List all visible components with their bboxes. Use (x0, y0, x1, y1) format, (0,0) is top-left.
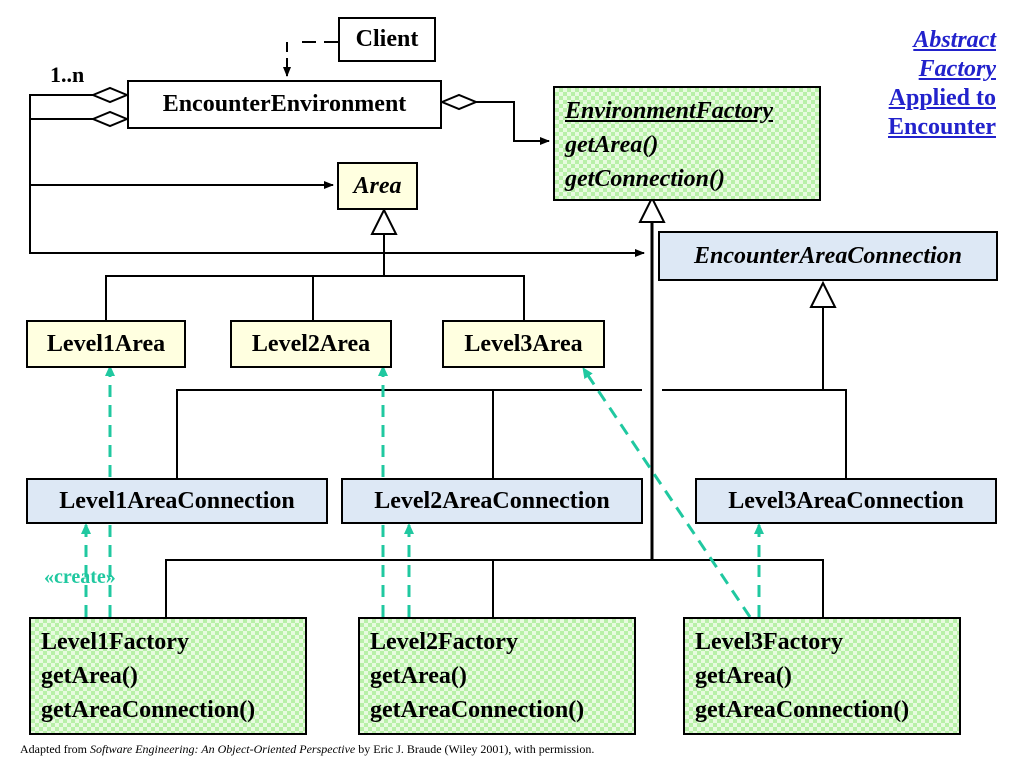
class-level2-area: Level2Area (230, 320, 392, 368)
class-level1-area-label: Level1Area (46, 330, 166, 357)
footer-book-title: Software Engineering: An Object-Oriented… (89, 742, 356, 756)
level1-factory-method-get-area-connection: getAreaConnection() (41, 697, 256, 723)
title-line-3: Applied to (888, 85, 996, 111)
class-level1-area-connection: Level1AreaConnection (26, 478, 328, 524)
class-level1-factory: Level1Factory getArea() getAreaConnectio… (29, 617, 307, 735)
footer-suffix: by Eric J. Braude (Wiley 2001), with per… (355, 742, 595, 756)
environment-factory-method-get-area: getArea() (565, 132, 659, 158)
client-dependency (283, 41, 338, 77)
class-level3-area-label: Level3Area (464, 330, 583, 357)
slide-title: Abstract Factory Applied to Encounter (888, 26, 996, 142)
level2-factory-name: Level2Factory (370, 629, 518, 655)
level1-factory-method-get-area: getArea() (41, 663, 138, 689)
aggregation-lines (29, 94, 645, 257)
area-inheritance (105, 207, 525, 320)
connection-inheritance (176, 280, 847, 478)
attribution-footer: Adapted from Software Engineering: An Ob… (20, 742, 594, 757)
class-level2-area-connection: Level2AreaConnection (341, 478, 643, 524)
title-line-2: Factory (918, 56, 996, 82)
level2-factory-method-get-area-connection: getAreaConnection() (370, 697, 585, 723)
level3-factory-name: Level3Factory (695, 629, 843, 655)
class-encounter-environment-label: EncounterEnvironment (162, 91, 407, 117)
class-level2-factory: Level2Factory getArea() getAreaConnectio… (358, 617, 636, 735)
environment-factory-method-get-connection: getConnection() (565, 166, 725, 192)
class-area-label: Area (353, 172, 402, 199)
level2-factory-method-get-area: getArea() (370, 663, 467, 689)
class-level1-area: Level1Area (26, 320, 186, 368)
class-level3-area-connection-label: Level3AreaConnection (728, 487, 964, 514)
level3-factory-method-get-area: getArea() (695, 663, 792, 689)
title-line-1: Abstract (913, 27, 996, 53)
class-level1-area-connection-label: Level1AreaConnection (59, 487, 295, 514)
create-label: «create» (44, 566, 116, 588)
class-level3-area-connection: Level3AreaConnection (695, 478, 997, 524)
class-encounter-area-connection-label: EncounterAreaConnection (693, 242, 963, 269)
environment-factory-name: EnvironmentFactory (565, 98, 774, 124)
class-level3-factory: Level3Factory getArea() getAreaConnectio… (683, 617, 961, 735)
class-client: Client (338, 17, 436, 62)
class-encounter-area-connection: EncounterAreaConnection (658, 231, 998, 281)
class-client-label: Client (355, 26, 419, 52)
class-environment-factory: EnvironmentFactory getArea() getConnecti… (553, 86, 821, 201)
class-level2-area-label: Level2Area (251, 330, 371, 357)
class-level2-area-connection-label: Level2AreaConnection (374, 487, 610, 514)
class-area: Area (337, 162, 418, 210)
level3-factory-method-get-area-connection: getAreaConnection() (695, 697, 910, 723)
multiplicity-label: 1..n (50, 62, 85, 87)
class-level3-area: Level3Area (442, 320, 605, 368)
factory-inheritance (165, 195, 824, 617)
title-line-4: Encounter (888, 114, 996, 140)
footer-prefix: Adapted from (20, 742, 90, 756)
class-encounter-environment: EncounterEnvironment (127, 80, 442, 129)
level1-factory-name: Level1Factory (41, 629, 189, 655)
